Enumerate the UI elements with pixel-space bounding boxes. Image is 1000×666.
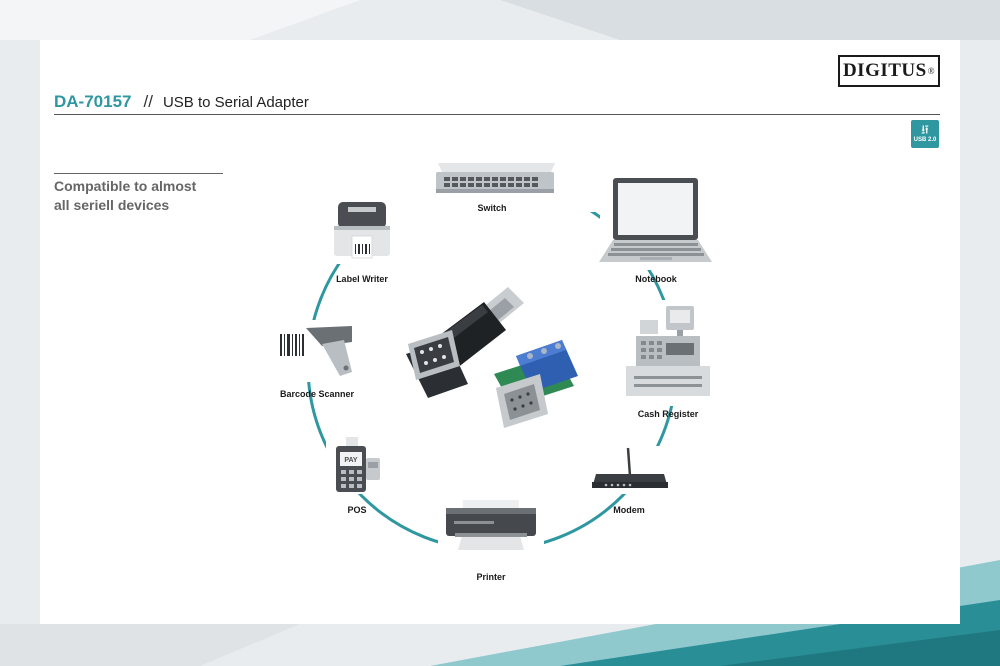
notebook-icon: Notebook <box>599 174 712 284</box>
label-switch: Switch <box>477 203 506 213</box>
digitus-logo: DIGITUS® <box>838 55 940 87</box>
pos-icon: PAY POS <box>326 436 388 515</box>
usb-serial-adapter-icon <box>400 282 586 442</box>
label-notebook: Notebook <box>635 274 677 284</box>
switch-icon: Switch <box>384 160 600 213</box>
model-number: DA-70157 <box>54 92 132 111</box>
barcode-scanner-icon: Barcode Scanner <box>274 320 358 399</box>
tagline: Compatible to almost all seriell devices <box>54 177 196 215</box>
usb-icon: ⭿ <box>921 123 929 137</box>
label-cash-register: Cash Register <box>638 409 699 419</box>
usb-badge: ⭿ USB 2.0 <box>911 120 939 148</box>
label-modem: Modem <box>613 505 645 515</box>
pos-screen-text: PAY <box>344 457 358 464</box>
tagline-line-2: all seriell devices <box>54 197 170 213</box>
logo-text: DIGITUS <box>842 60 927 81</box>
label-writer-icon: Label Writer <box>326 196 398 284</box>
title-divider <box>54 114 940 115</box>
modem-icon: Modem <box>588 446 672 515</box>
label-printer: Printer <box>476 572 506 582</box>
label-label-writer: Label Writer <box>336 274 388 284</box>
usb-version: USB 2.0 <box>913 137 937 143</box>
product-name: USB to Serial Adapter <box>162 94 309 111</box>
title-separator: // <box>143 92 153 111</box>
product-title: DA-70157 // USB to Serial Adapter <box>54 92 309 112</box>
printer-icon: Printer <box>438 496 544 582</box>
tagline-line-1: Compatible to almost <box>54 178 197 194</box>
label-pos: POS <box>347 505 366 515</box>
logo-registered: ® <box>927 66 936 76</box>
cash-register-icon: Cash Register <box>618 300 718 419</box>
label-barcode-scanner: Barcode Scanner <box>280 389 355 399</box>
tagline-divider <box>54 173 223 174</box>
